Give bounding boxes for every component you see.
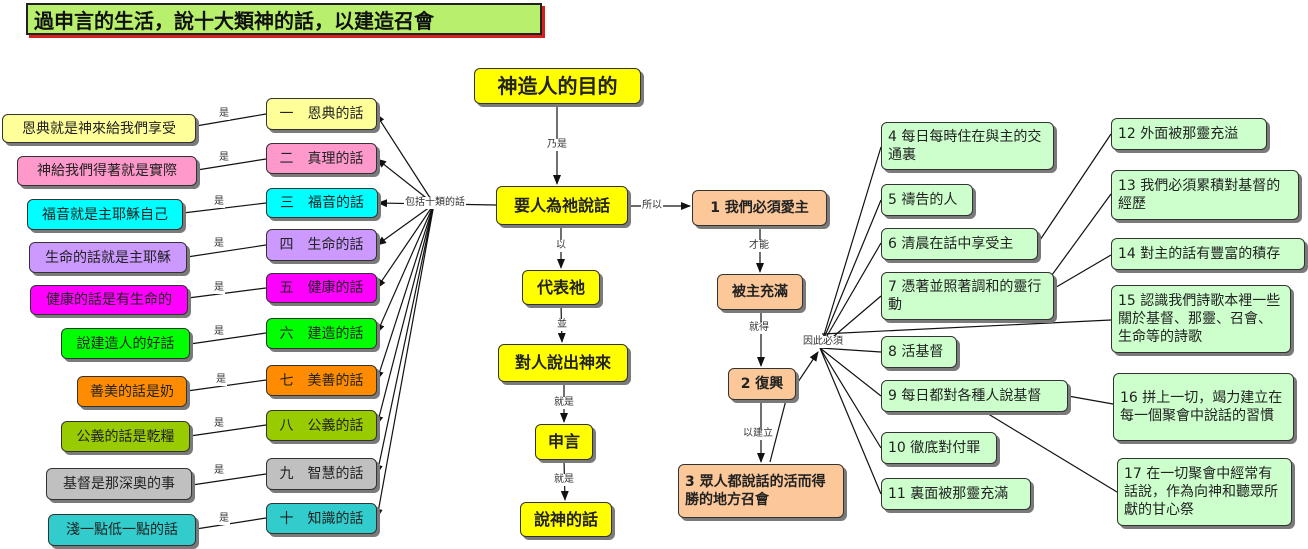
practice-15: 15 認識我們詩歌本裡一些關於基督、那靈、召會、生命等的詩歌 (1111, 285, 1291, 353)
node-speak-gods-word: 說神的話 (520, 502, 612, 537)
practice-12: 12 外面被那靈充溢 (1111, 118, 1267, 150)
label-yijianli: 以建立 (742, 428, 774, 440)
node-prophesy: 申言 (535, 424, 593, 460)
category-building: 六 建造的話 (266, 318, 377, 349)
label-yi: 以 (555, 240, 567, 252)
node-represent-him: 代表祂 (522, 270, 600, 305)
label-shi: 是 (213, 465, 225, 477)
diagram-title: 過申言的生活，說十大類神的話，以建造召會 (26, 3, 542, 35)
description-goodness: 善美的話是奶 (77, 376, 187, 407)
label-shi: 是 (218, 513, 230, 525)
label-naishi: 乃是 (546, 139, 568, 151)
node-purpose: 神造人的目的 (474, 68, 641, 104)
category-grace: 一 恩典的話 (266, 98, 377, 130)
practice-4: 4 每日每時住在與主的交通裏 (881, 122, 1054, 170)
label-shi: 是 (213, 196, 225, 208)
label-shi: 是 (213, 418, 225, 430)
node-love-lord: 1 我們必須愛主 (692, 190, 827, 226)
description-grace: 恩典就是神來給我們享受 (2, 114, 196, 143)
practice-14: 14 對主的話有豐富的積存 (1111, 238, 1305, 270)
description-righteousness: 公義的話是乾糧 (61, 421, 190, 452)
label-shi: 是 (213, 282, 225, 294)
node-filled-by-lord: 被主充滿 (717, 274, 803, 310)
category-truth: 二 真理的話 (266, 143, 377, 174)
label-therefore-must: 因此必須 (802, 336, 844, 348)
practice-17: 17 在一切聚會中經常有話說，作為向神和聽眾所獻的甘心祭 (1117, 458, 1292, 526)
label-suoyi: 所以 (641, 200, 663, 212)
category-knowledge: 十 知識的話 (266, 503, 377, 534)
label-shi: 是 (218, 108, 230, 120)
node-revival: 2 復興 (728, 368, 796, 400)
category-righteousness: 八 公義的話 (266, 410, 377, 441)
node-speak-for-him: 要人為祂說話 (496, 186, 628, 225)
category-wisdom: 九 智慧的話 (266, 458, 377, 490)
category-health: 五 健康的話 (266, 273, 377, 303)
practice-13: 13 我們必須累積對基督的經歷 (1111, 170, 1299, 220)
label-bing: 並 (556, 319, 568, 331)
label-jiude: 就得 (748, 322, 770, 334)
description-wisdom: 基督是那深奧的事 (46, 468, 192, 500)
description-health: 健康的話是有生命的 (30, 285, 188, 315)
description-knowledge: 淺一點低一點的話 (48, 514, 196, 546)
label-caineng: 才能 (748, 240, 770, 252)
practice-10: 10 徹底對付罪 (881, 432, 997, 464)
description-building: 說建造人的好話 (61, 328, 190, 359)
description-truth: 神給我們得著就是實際 (17, 156, 197, 186)
practice-9: 9 每日都對各種人說基督 (881, 380, 1068, 412)
category-life: 四 生命的話 (266, 229, 377, 261)
label-shi: 是 (213, 326, 225, 338)
label-shi: 是 (218, 152, 230, 164)
label-jiushi-2: 就是 (553, 474, 575, 486)
node-overcoming-church: 3 眾人都說話的活而得勝的地方召會 (678, 464, 844, 518)
practice-8: 8 活基督 (881, 336, 957, 368)
label-jiushi-1: 就是 (553, 397, 575, 409)
description-life: 生命的話就是主耶穌 (29, 242, 187, 273)
practice-5: 5 禱告的人 (881, 184, 973, 216)
label-include-ten: 包括十類的話 (404, 197, 466, 209)
practice-11: 11 裏面被那靈充滿 (881, 478, 1031, 510)
category-goodness: 七 美善的話 (266, 365, 377, 396)
practice-6: 6 清晨在話中享受主 (881, 228, 1038, 260)
node-speak-out-god: 對人說出神來 (498, 344, 628, 382)
practice-16: 16 拼上一切，竭力建立在每一個聚會中說話的習慣 (1113, 373, 1294, 441)
category-gospel: 三 福音的話 (266, 188, 378, 218)
label-shi: 是 (213, 238, 225, 250)
description-gospel: 福音就是主耶穌自己 (27, 199, 183, 230)
label-shi: 是 (215, 374, 227, 386)
practice-7: 7 憑著並照著調和的靈行動 (881, 272, 1054, 320)
